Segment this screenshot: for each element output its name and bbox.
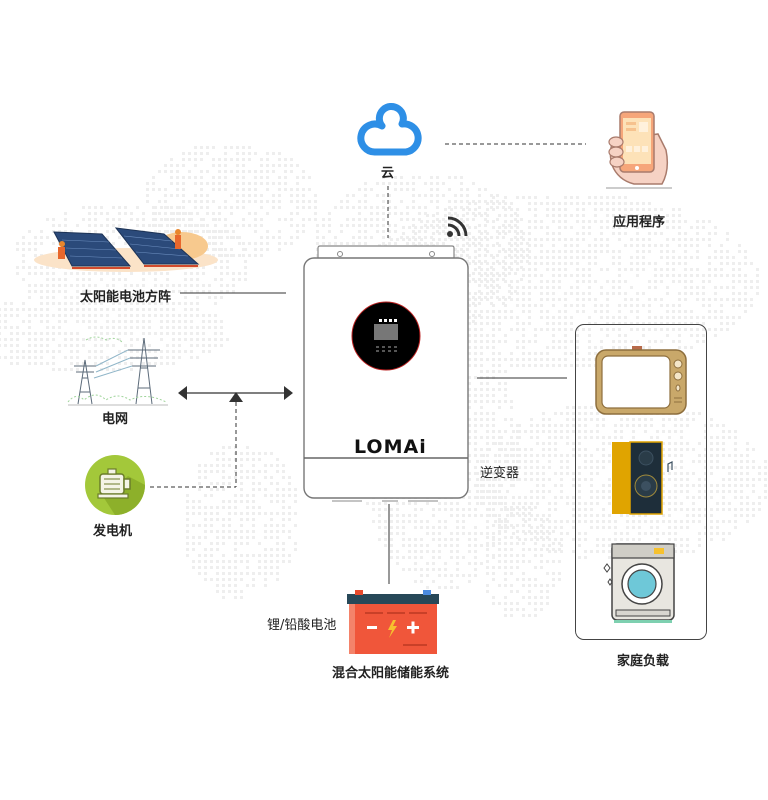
home-loads-panel — [575, 324, 707, 640]
speaker-icon — [612, 441, 673, 515]
battery-label: 锂/铅酸电池 — [267, 618, 337, 633]
system-title: 混合太阳能储能系统 — [332, 666, 450, 681]
generator-label: 发电机 — [93, 524, 133, 539]
battery-icon — [347, 590, 439, 654]
generator-icon — [85, 455, 145, 515]
brand-logo: LOMAi — [354, 436, 427, 458]
tv-icon — [595, 346, 687, 415]
inverter-icon — [303, 245, 469, 502]
solar-label: 太阳能电池方阵 — [80, 290, 172, 305]
cloud-label: 云 — [381, 166, 395, 181]
loads-label: 家庭负载 — [617, 654, 670, 669]
grid-label: 电网 — [102, 412, 129, 427]
phone-hand-icon — [606, 111, 672, 189]
inverter-label: 逆变器 — [480, 466, 520, 481]
power-tower-icon — [67, 336, 168, 406]
app-label: 应用程序 — [613, 215, 666, 230]
solar-panel-icon — [34, 227, 218, 272]
wifi-icon — [447, 216, 468, 237]
washing-machine-icon — [603, 543, 675, 623]
cloud-icon — [357, 103, 422, 156]
